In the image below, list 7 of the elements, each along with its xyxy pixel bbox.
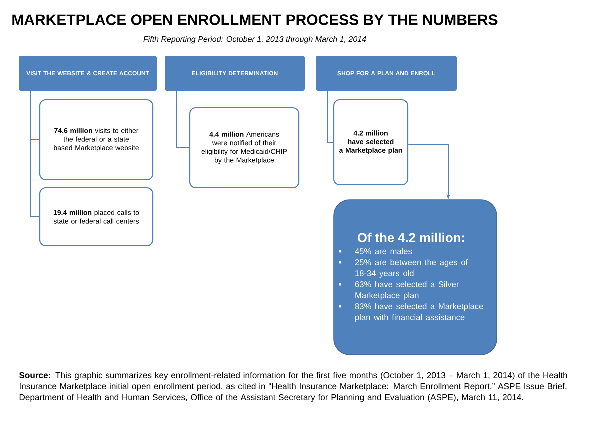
subtitle: Fifth Reporting Period: October 1, 2013 through March 1, 2014	[144, 36, 366, 44]
connector	[30, 90, 40, 218]
title: MARKETPLACE OPEN ENROLLMENT PROCESS BY THE NUMBERS	[12, 14, 498, 26]
source-note: Source: This graphic summarizes key enrollment-related information for the first five months (October 1, 2013 – March 1, 2014) of the Health Insurance Marketplace initial open enrollment period, as cited in “Health Insurance Marketplace: March Enrollment Report,” ASPE Issue Brief, Department of Health and Human Services, Office of the Assistant Secretary for Planning and Evaluation (ASPE), March 11, 2014.	[19, 372, 568, 402]
connector	[327, 90, 334, 143]
connector	[176, 90, 190, 148]
summary-box: Of the 4.2 million: 45% are males 25% are between the ages of 18-34 years old 63% have selected a Silver Marketplace plan 83% have selected a Marketplace plan with financial assistance	[334, 200, 498, 356]
